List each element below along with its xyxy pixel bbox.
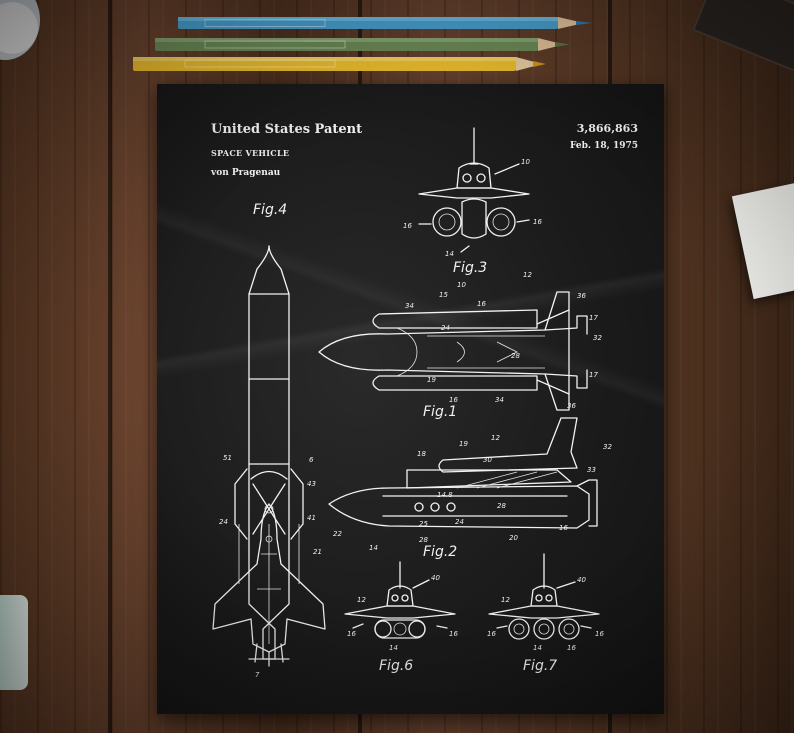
svg-text:16: 16 <box>533 218 542 226</box>
svg-text:16: 16 <box>449 396 458 404</box>
fig-4-rocket-drawing: 51 6 24 43 21 41 7 <box>213 246 325 679</box>
fig-3-label: Fig.3 <box>453 260 488 276</box>
svg-text:12: 12 <box>491 434 500 442</box>
svg-text:28: 28 <box>497 502 506 510</box>
fig-6-front-view-drawing: 40 12 16 16 14 <box>345 562 458 652</box>
svg-text:24: 24 <box>455 518 464 526</box>
svg-text:14.8: 14.8 <box>437 491 453 499</box>
svg-text:14: 14 <box>445 250 454 258</box>
svg-text:19: 19 <box>427 376 436 384</box>
svg-text:40: 40 <box>431 574 440 582</box>
patent-inventor: von Pragenau <box>211 168 281 178</box>
patent-subtitle: SPACE VEHICLE <box>211 148 290 158</box>
svg-text:21: 21 <box>313 548 322 556</box>
mint-tin-corner <box>0 595 28 690</box>
svg-text:34: 34 <box>495 396 504 404</box>
svg-text:16: 16 <box>487 630 496 638</box>
svg-text:12: 12 <box>357 596 366 604</box>
svg-text:16: 16 <box>595 630 604 638</box>
svg-text:10: 10 <box>457 281 466 289</box>
svg-text:16: 16 <box>477 300 486 308</box>
svg-text:12: 12 <box>523 271 532 279</box>
fig-1-top-view-drawing: 34 15 10 16 12 36 17 32 17 36 34 19 24 2… <box>319 271 602 410</box>
svg-text:17: 17 <box>589 371 598 379</box>
fig-7-front-view-drawing: 40 12 16 16 14 16 <box>487 554 604 652</box>
svg-text:32: 32 <box>593 334 602 342</box>
patent-poster: United States Patent SPACE VEHICLE von P… <box>157 84 664 714</box>
svg-text:16: 16 <box>559 524 568 532</box>
svg-text:36: 36 <box>577 292 586 300</box>
svg-text:32: 32 <box>603 443 612 451</box>
svg-text:14: 14 <box>533 644 542 652</box>
fig-6-label: Fig.6 <box>379 658 414 674</box>
svg-text:16: 16 <box>567 644 576 652</box>
svg-text:14: 14 <box>389 644 398 652</box>
fig-3-front-view-drawing: 10 16 16 14 <box>403 128 542 258</box>
svg-text:30: 30 <box>483 456 492 464</box>
patent-date: Feb. 18, 1975 <box>569 141 638 151</box>
svg-text:14: 14 <box>369 544 378 552</box>
svg-text:7: 7 <box>255 671 260 679</box>
svg-text:40: 40 <box>577 576 586 584</box>
svg-text:25: 25 <box>419 520 428 528</box>
svg-text:28: 28 <box>511 352 520 360</box>
fig-2-side-view-drawing: 18 19 12 30 32 33 14.8 28 25 24 22 14 28… <box>329 418 612 552</box>
svg-text:16: 16 <box>347 630 356 638</box>
svg-text:51: 51 <box>223 454 232 462</box>
fig-4-label: Fig.4 <box>253 202 288 218</box>
svg-text:36: 36 <box>567 402 576 410</box>
fig-1-label: Fig.1 <box>423 404 458 420</box>
svg-text:6: 6 <box>309 456 314 464</box>
svg-text:33: 33 <box>587 466 596 474</box>
svg-text:17: 17 <box>589 314 598 322</box>
svg-text:43: 43 <box>307 480 316 488</box>
fig-2-label: Fig.2 <box>423 544 458 560</box>
blue-pencil <box>178 17 592 29</box>
svg-text:24: 24 <box>219 518 228 526</box>
svg-text:34: 34 <box>405 302 414 310</box>
svg-text:19: 19 <box>459 440 468 448</box>
patent-number: 3,866,863 <box>576 122 638 135</box>
svg-text:12: 12 <box>501 596 510 604</box>
svg-text:28: 28 <box>419 536 428 544</box>
patent-title: United States Patent <box>211 122 363 137</box>
svg-text:16: 16 <box>403 222 412 230</box>
svg-text:18: 18 <box>417 450 426 458</box>
svg-text:10: 10 <box>521 158 530 166</box>
green-pencil <box>155 38 570 51</box>
svg-text:41: 41 <box>307 514 316 522</box>
fig-7-label: Fig.7 <box>523 658 558 674</box>
svg-text:16: 16 <box>449 630 458 638</box>
svg-text:15: 15 <box>439 291 448 299</box>
svg-text:22: 22 <box>333 530 342 538</box>
yellow-pencil <box>133 57 546 71</box>
patent-drawings: 51 6 24 43 21 41 7 10 16 16 14 <box>157 84 612 679</box>
svg-text:24: 24 <box>441 324 450 332</box>
svg-text:20: 20 <box>509 534 518 542</box>
colored-pencils <box>133 17 592 71</box>
